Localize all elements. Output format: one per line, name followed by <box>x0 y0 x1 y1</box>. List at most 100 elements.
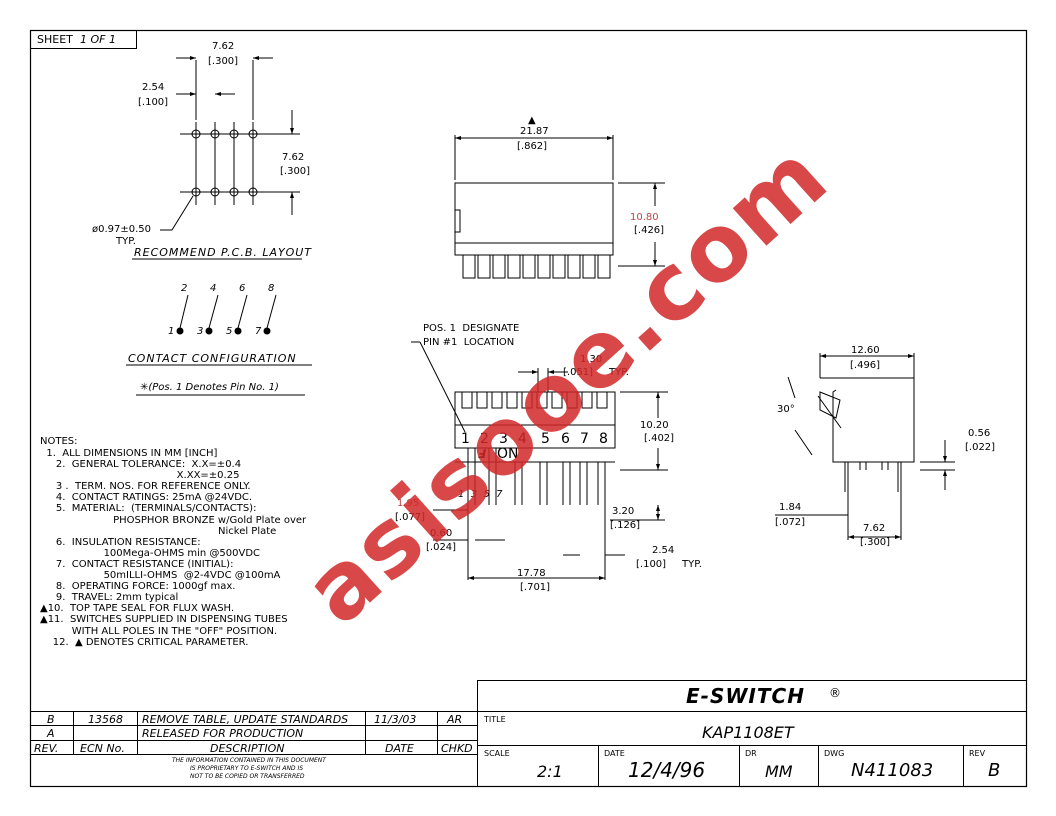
note-line: WITH ALL POLES IN THE "OFF" POSITION. <box>40 625 278 637</box>
contact-pin-7: 7 <box>255 326 262 337</box>
side-angle: 30° <box>777 404 795 415</box>
dr-value: MM <box>765 762 793 781</box>
note-line: 6. INSULATION RESISTANCE: <box>40 536 201 548</box>
offset-dim-inch: [.077] <box>395 512 426 523</box>
sheet-label: SHEET <box>37 33 73 46</box>
on-label: ON <box>497 446 519 462</box>
side-width-dim: 12.60 <box>851 345 880 356</box>
side-thick-dim-inch: [.022] <box>965 442 996 453</box>
pcb-hole-dim: ø0.97±0.50 <box>92 224 152 235</box>
pos-note-line2: PIN #1 LOCATION <box>423 337 515 348</box>
ecn-header: ECN No. <box>80 742 125 755</box>
pcb-pitch-dim: 2.54 <box>142 82 165 93</box>
contact-pos-note: ✳(Pos. 1 Denotes Pin No. 1) <box>140 382 279 393</box>
contact-pin-3: 3 <box>197 326 204 337</box>
side-width-dim-inch: [.496] <box>850 360 881 371</box>
scale-label: SCALE <box>484 749 510 758</box>
dwg-value: N411083 <box>851 760 934 781</box>
contact-pin-5: 5 <box>226 326 233 337</box>
front-pin-numbers: 1 3 5 7 <box>458 489 503 500</box>
note-line: 9. TRAVEL: 2mm typical <box>40 592 179 604</box>
side-thick-dim: 0.56 <box>968 428 991 439</box>
critical-mark: ▲ <box>528 115 536 126</box>
note-line: ▲11. SWITCHES SUPPLIED IN DISPENSING TUB… <box>40 614 288 626</box>
position-7: 7 <box>580 431 589 447</box>
rev-label: REV <box>969 749 986 758</box>
title-label: TITLE <box>484 715 506 724</box>
pin-width-dim: 0.60 <box>430 528 453 539</box>
top-width-dim-inch: [.862] <box>517 141 548 152</box>
date-label: DATE <box>604 749 625 758</box>
span-dim: 17.78 <box>517 568 546 579</box>
side-offset-dim-inch: [.072] <box>775 517 806 528</box>
note-line: PHOSPHOR BRONZE w/Gold Plate over <box>40 514 307 526</box>
note-line: 12. ▲ DENOTES CRITICAL PARAMETER. <box>40 636 249 648</box>
note-line: 1. ALL DIMENSIONS IN MM [INCH] <box>40 448 218 459</box>
position-5: 5 <box>541 431 550 447</box>
note-line: Nickel Plate <box>40 525 277 537</box>
registered-mark: ® <box>829 686 841 700</box>
pitch-dim-inch: [.100] <box>636 559 667 570</box>
contact-config-caption: CONTACT CONFIGURATION <box>128 352 297 365</box>
side-view-graphic <box>775 353 955 540</box>
chkd-header: CHKD <box>441 742 473 755</box>
rev-a: A <box>47 727 55 740</box>
note-line: ▲10. TOP TAPE SEAL FOR FLUX WASH. <box>40 603 235 615</box>
notes-list: 1. ALL DIMENSIONS IN MM [INCH] 2. GENERA… <box>40 448 306 648</box>
note-line: 5. MATERIAL: (TERMINALS/CONTACTS): <box>40 503 257 515</box>
desc-header: DESCRIPTION <box>210 742 285 755</box>
contact-pin-8: 8 <box>268 283 275 294</box>
note-line: 4. CONTACT RATINGS: 25mA @24VDC. <box>40 492 253 504</box>
contact-pin-2: 2 <box>181 283 188 294</box>
chkd-b: AR <box>447 713 463 726</box>
date-header: DATE <box>385 742 414 755</box>
rev-header: REV. <box>34 742 59 755</box>
top-width-dim: 21.87 <box>520 126 549 137</box>
pcb-row-dim-inch: [.300] <box>280 166 311 177</box>
sheet-number: 1 OF 1 <box>80 33 116 46</box>
side-row-dim-inch: [.300] <box>860 537 891 548</box>
front-view-graphic <box>411 341 668 580</box>
pcb-top-dim: 7.62 <box>212 41 235 52</box>
note-line: 7. CONTACT RESISTANCE (INITIAL): <box>40 558 234 570</box>
revision-table-grid <box>30 680 478 786</box>
proprietary-line1: THE INFORMATION CONTAINED IN THIS DOCUME… <box>172 757 326 764</box>
rev-b: B <box>47 713 55 726</box>
pcb-top-dim-inch: [.300] <box>208 56 239 67</box>
note-line: 3 . TERM. NOS. FOR REFERENCE ONLY. <box>40 481 251 493</box>
proprietary-line2: IS PROPRIETARY TO E-SWITCH AND IS <box>190 765 304 772</box>
pitch-dim: 2.54 <box>652 545 675 556</box>
pitch-typ: TYP. <box>682 559 702 570</box>
contact-pin-1: 1 <box>168 326 175 337</box>
dwg-label: DWG <box>824 749 845 758</box>
pcb-layout-graphic <box>132 57 302 260</box>
ecn-b: 13568 <box>88 713 123 726</box>
small-pitch-dim-inch: [.051] <box>563 367 594 378</box>
sheet-border <box>29 29 1028 788</box>
rev-value: B <box>988 760 1001 781</box>
e-switch-logo-small: Ⅎ <box>478 447 487 461</box>
contact-pin-6: 6 <box>239 283 246 294</box>
part-number-title: KAP1108ET <box>702 723 794 742</box>
title-block-grid <box>477 680 1026 786</box>
pos-note-line1: POS. 1 DESIGNATE <box>423 323 520 334</box>
company-logo: E-SWITCH <box>686 684 805 708</box>
desc-a: RELEASED FOR PRODUCTION <box>142 727 304 740</box>
date-b: 11/3/03 <box>374 713 417 726</box>
pin-width-dim-inch: [.024] <box>426 542 457 553</box>
offset-dim: 1.95 <box>397 498 420 509</box>
position-4: 4 <box>518 431 527 447</box>
pcb-layout-caption: RECOMMEND P.C.B. LAYOUT <box>134 246 312 259</box>
side-row-dim: 7.62 <box>863 523 886 534</box>
small-pitch-typ: TYP. <box>609 367 629 378</box>
pcb-row-dim: 7.62 <box>282 152 305 163</box>
contact-pin-4: 4 <box>210 283 217 294</box>
note-line: 8. OPERATING FORCE: 1000gf max. <box>40 581 236 593</box>
pcb-pitch-dim-inch: [.100] <box>138 97 169 108</box>
date-value: 12/4/96 <box>628 758 706 782</box>
desc-b: REMOVE TABLE, UPDATE STANDARDS <box>142 713 349 726</box>
note-line: 2. GENERAL TOLERANCE: X.X=±0.4 <box>40 459 242 471</box>
proprietary-line3: NOT TO BE COPIED OR TRANSFERRED <box>190 773 305 780</box>
pin-length-dim-inch: [.126] <box>610 520 641 531</box>
